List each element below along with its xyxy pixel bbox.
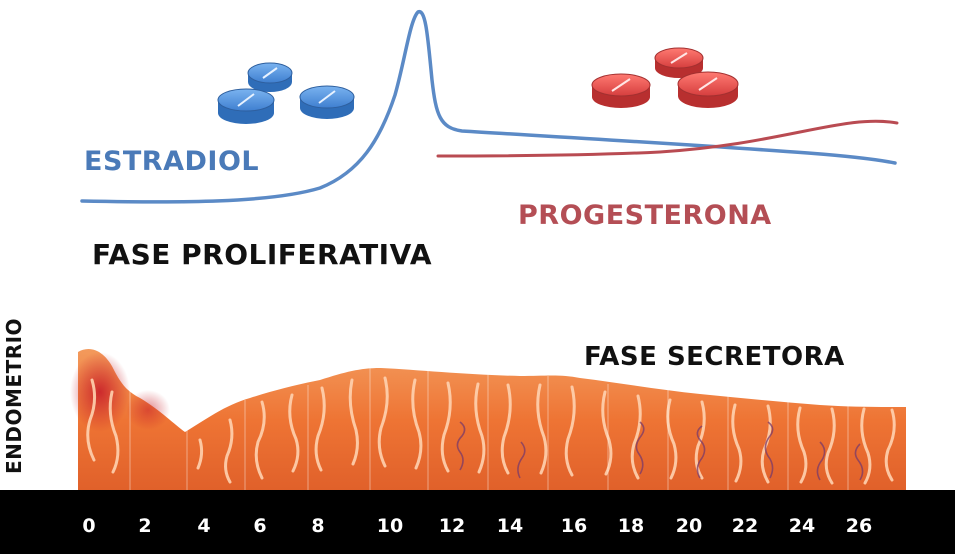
day-label: 24	[788, 515, 816, 537]
day-label: 10	[376, 515, 404, 537]
pill-icon	[677, 71, 739, 108]
estradiol-label: ESTRADIOL	[84, 146, 260, 177]
fase-secretora-label: FASE SECRETORA	[584, 342, 845, 372]
endometrio-axis-label: ENDOMETRIO	[2, 317, 26, 474]
day-label: 18	[617, 515, 645, 537]
day-label: 16	[560, 515, 588, 537]
endometrium-illustration	[70, 349, 906, 492]
pill-icon	[654, 47, 704, 78]
pill-icon	[591, 73, 651, 108]
progesterona-curve	[436, 119, 899, 158]
day-label: 20	[675, 515, 703, 537]
pill-icon	[299, 85, 355, 119]
day-label: 6	[253, 515, 267, 537]
day-label: 0	[82, 515, 96, 537]
day-label: 2	[138, 515, 152, 537]
estradiol-curve	[80, 10, 897, 204]
day-label: 8	[311, 515, 325, 537]
day-label: 12	[438, 515, 466, 537]
fase-proliferativa-label: FASE PROLIFERATIVA	[92, 238, 433, 271]
pill-icon	[247, 62, 293, 92]
day-label: 4	[197, 515, 211, 537]
progesterona-label: PROGESTERONA	[518, 200, 772, 231]
day-label: 22	[731, 515, 759, 537]
day-label: 14	[496, 515, 524, 537]
day-axis-bar	[0, 490, 955, 554]
pill-icon	[217, 88, 275, 124]
day-label: 26	[845, 515, 873, 537]
